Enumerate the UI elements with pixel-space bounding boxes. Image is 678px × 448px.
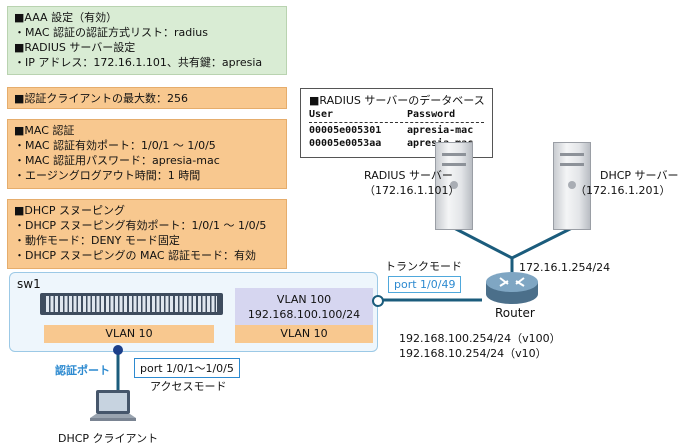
radius-database-title: ■RADIUS サーバーのデータベース [309, 94, 485, 107]
access-mode-label: アクセスモード [150, 380, 227, 393]
vlan100-box: VLAN 100 192.168.100.100/24 [235, 288, 373, 326]
dhcp-snooping-box: ■DHCP スヌーピング ・DHCP スヌーピング有効ポート：1/0/1 ～ 1… [7, 199, 287, 269]
radius-ip-key: ・IP アドレス：172.16.1.101、共有鍵：apresia [14, 56, 263, 69]
dhcp-snooping-mode: ・動作モード：DENY モード固定 [14, 234, 180, 247]
router-label: Router [495, 306, 535, 320]
db-divider [309, 122, 484, 123]
access-port-label: port 1/0/1～1/0/5 [134, 358, 240, 378]
mac-auth-password: ・MAC 認証用パスワード：apresia-mac [14, 154, 220, 167]
radius-server-name: RADIUS サーバー [364, 169, 453, 182]
dhcp-server-icon [553, 142, 591, 230]
radius-database-row: 00005e005301 apresia-mac [309, 124, 484, 137]
mac-auth-aging: ・エージングログアウト時間：1 時間 [14, 169, 201, 182]
vlan100-ip: 192.168.100.100/24 [247, 308, 361, 321]
aaa-title: ■AAA 設定（有効） [14, 11, 118, 24]
mac-auth-box: ■MAC 認証 ・MAC 認証有効ポート：1/0/1 ～ 1/0/5 ・MAC … [7, 119, 287, 189]
server-uplink-link [453, 226, 573, 260]
switch-icon [40, 293, 223, 315]
auth-port-label: 認証ポート [55, 364, 110, 377]
dhcp-snooping-ports: ・DHCP スヌーピング有効ポート：1/0/1 ～ 1/0/5 [14, 219, 267, 232]
radius-server-icon [435, 142, 473, 230]
radius-config-title: ■RADIUS サーバー設定 [14, 41, 136, 54]
trunk-port-dot [372, 295, 384, 307]
vlan10-right: VLAN 10 [235, 325, 373, 343]
vlan10-left: VLAN 10 [44, 325, 214, 343]
auth-port-dot [113, 345, 123, 355]
dhcp-client-label: DHCP クライアント [58, 432, 159, 445]
router-icon [484, 272, 540, 306]
radius-database-header: User Password [309, 108, 484, 121]
radius-server-ip: （172.16.1.101） [364, 184, 460, 197]
switch-panel: sw1 VLAN 10 VLAN 100 192.168.100.100/24 … [9, 272, 378, 352]
mac-auth-title: ■MAC 認証 [14, 124, 75, 137]
dhcp-server-name: DHCP サーバー [600, 169, 678, 182]
switch-name: sw1 [17, 277, 41, 291]
dhcp-snooping-title: ■DHCP スヌーピング [14, 204, 125, 217]
router-uplink-ip: 172.16.1.254/24 [519, 261, 611, 274]
trunk-port-label: port 1/0/49 [388, 276, 462, 293]
trunk-mode-label: トランクモード [385, 260, 462, 273]
db-password: apresia-mac [407, 125, 474, 136]
vlan100-label: VLAN 100 [276, 293, 332, 306]
db-user: 00005e0053aa [309, 138, 382, 149]
aaa-config-box: ■AAA 設定（有効） ・MAC 認証の認証方式リスト：radius ■RADI… [7, 6, 287, 75]
dhcp-snooping-mac-mode: ・DHCP スヌーピングの MAC 認証モード：有効 [14, 249, 257, 262]
max-clients-box: ■認証クライアントの最大数：256 [7, 87, 287, 109]
aaa-mac-list: ・MAC 認証の認証方式リスト：radius [14, 26, 209, 39]
dhcp-server-ip: （172.16.1.201） [575, 184, 671, 197]
router-ip-v100: 192.168.100.254/24（v100） [399, 332, 561, 345]
router-ip-v10: 192.168.10.254/24（v10） [399, 347, 547, 360]
db-header-user: User [309, 109, 334, 120]
max-clients-text: ■認証クライアントの最大数：256 [14, 92, 188, 105]
laptop-icon [88, 388, 138, 426]
db-header-password: Password [407, 109, 456, 120]
mac-auth-ports: ・MAC 認証有効ポート：1/0/1 ～ 1/0/5 [14, 139, 216, 152]
db-user: 00005e005301 [309, 125, 382, 136]
